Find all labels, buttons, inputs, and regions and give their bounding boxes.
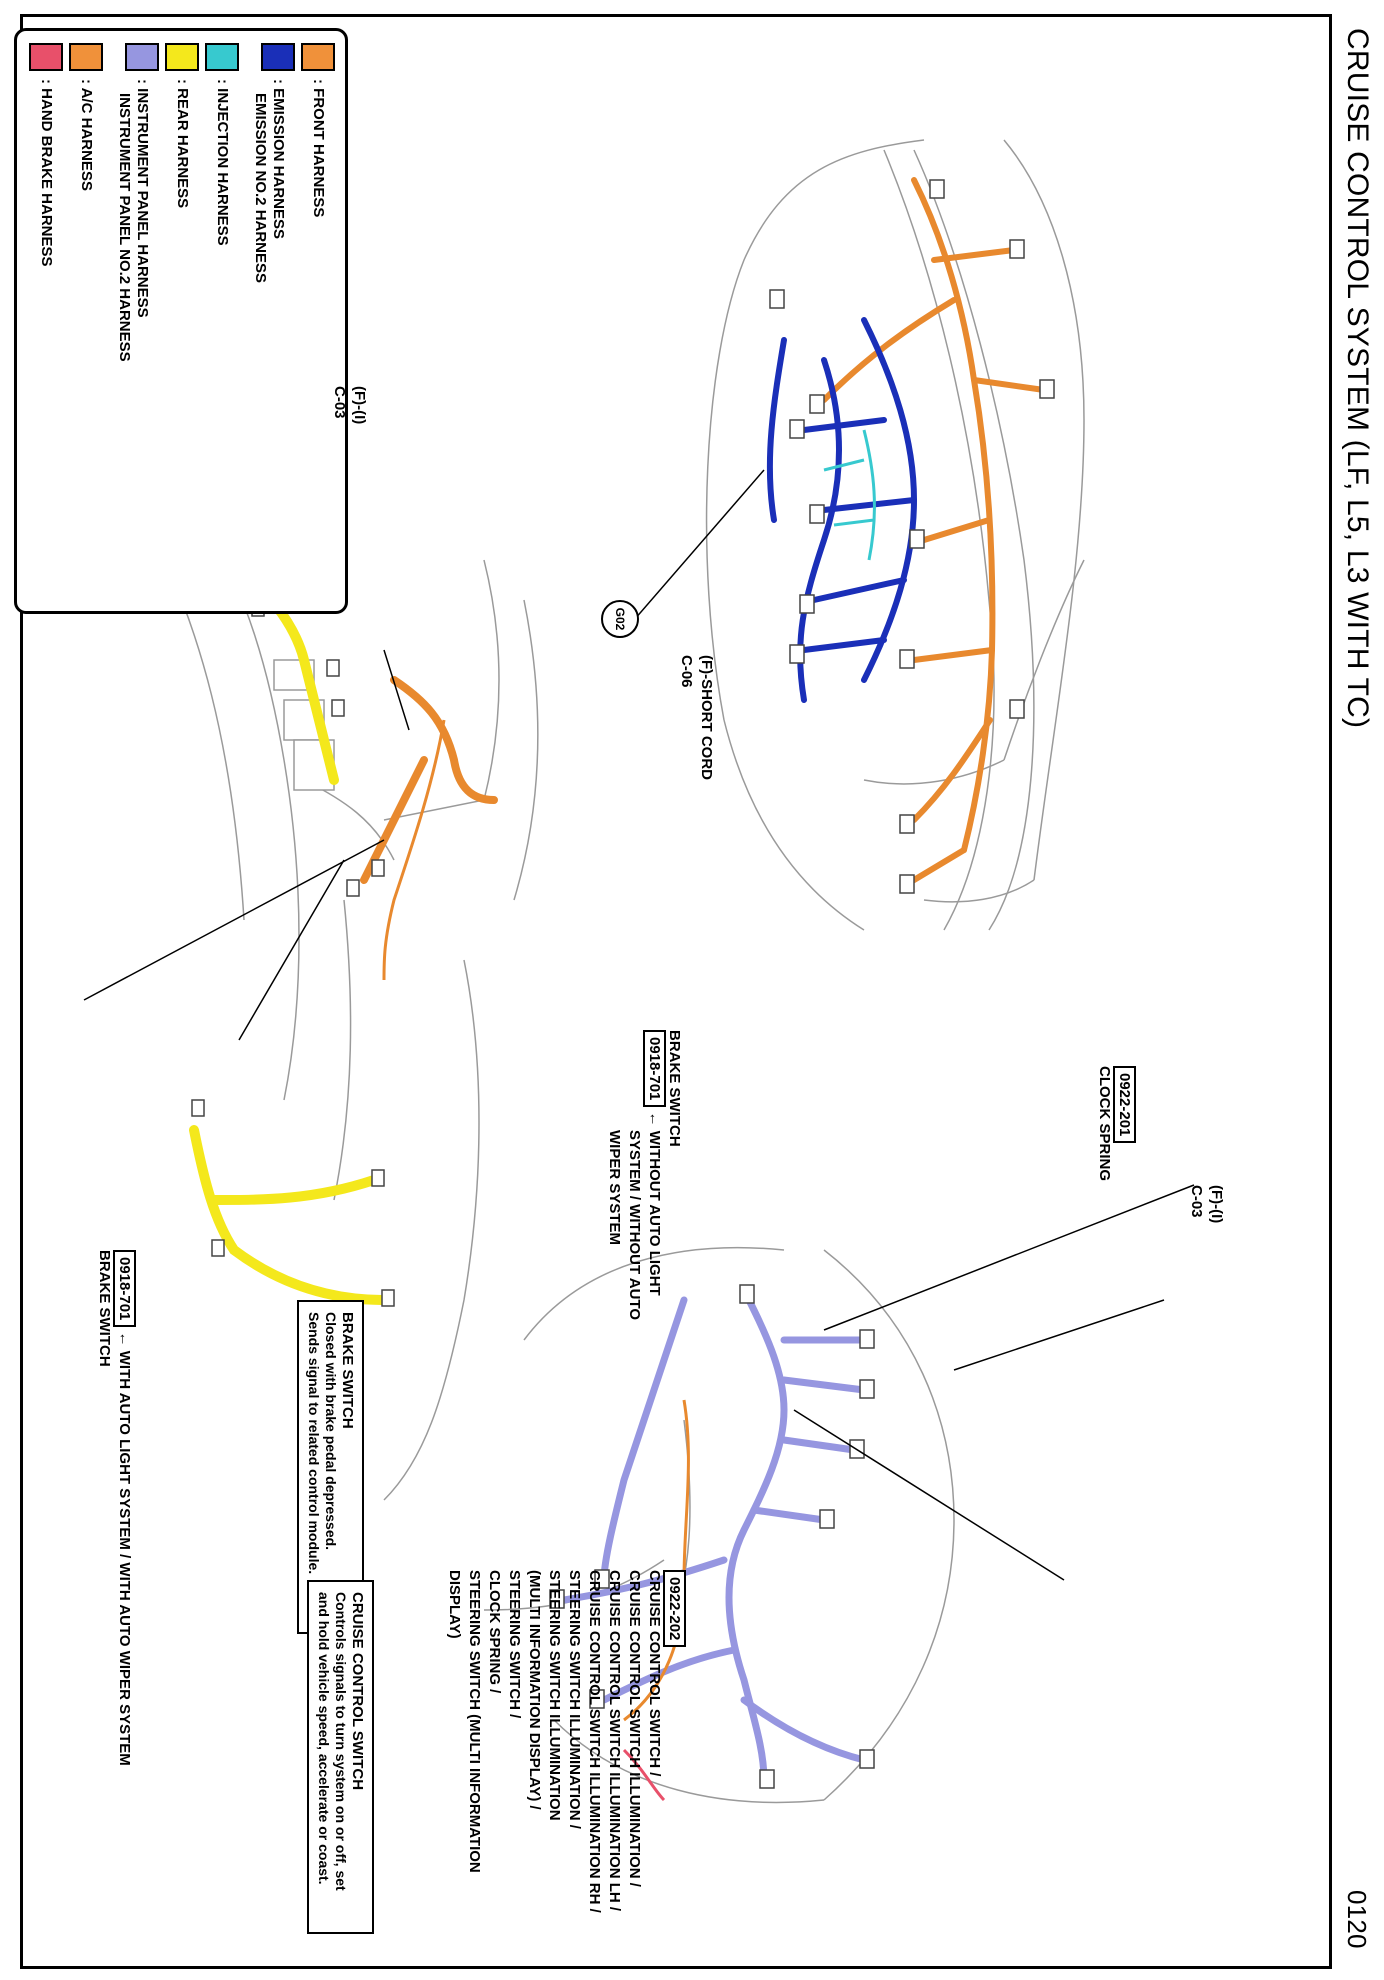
callout-line: STEERING SWITCH ILLUMINATION	[546, 1570, 563, 1821]
note-cruise-control-switch: CRUISE CONTROL SWITCH Controls signals t…	[307, 1580, 374, 1934]
legend-label: : HAND BRAKE HARNESS	[38, 79, 55, 267]
pedal-boxes	[273, 659, 335, 791]
callout-line: CLOCK SPRING /	[486, 1570, 503, 1694]
callout-line: CRUISE CONTROL SWITCH ILLUMINATION /	[626, 1570, 643, 1887]
legend-row: : A/C HARNESS	[67, 31, 103, 611]
ac-harness-dash	[382, 719, 446, 981]
callout-brake-switch-bottom: 0918-701 ← WITH AUTO LIGHT SYSTEM / WITH…	[94, 1250, 136, 1766]
callout-line: STEERING SWITCH (MULTI INFORMATION	[466, 1570, 483, 1873]
callout-fi-c03-left: (F)-(I) C-03	[329, 386, 369, 424]
note-heading: CRUISE CONTROL SWITCH	[349, 1592, 366, 1791]
legend-swatch	[69, 43, 103, 71]
legend-swatch	[261, 43, 295, 71]
front-harness-dash	[360, 676, 498, 884]
legend-row: : REAR HARNESS	[163, 31, 199, 611]
callout-clock-spring: 0922-201 CLOCK SPRING	[1094, 1066, 1136, 1182]
hand-brake-harness-steering	[622, 1748, 666, 1802]
legend-swatch	[29, 43, 63, 71]
callout-condition: WIPER SYSTEM	[606, 1130, 623, 1246]
callout-line: CRUISE CONTROL SWITCH ILLUMINATION RH /	[586, 1570, 603, 1913]
g02-leader	[633, 469, 765, 621]
connector-code: 0922-202	[663, 1570, 686, 1648]
callout-line: (F)-(I)	[351, 386, 368, 425]
note-text: Controls signals to turn system on or of…	[333, 1592, 349, 1891]
connector-code: 0922-201	[1113, 1066, 1136, 1144]
callout-line: (F)-(I)	[1208, 1185, 1225, 1224]
legend-label: : REAR HARNESS	[174, 79, 191, 209]
note-heading: BRAKE SWITCH	[339, 1312, 356, 1429]
note-text: Sends signal to related control module.	[306, 1312, 322, 1575]
connector-code: 0918-701	[643, 1030, 666, 1108]
front-harness-engine	[821, 177, 1047, 883]
legend-label: : INJECTION HARNESS	[214, 79, 231, 246]
legend-label: : FRONT HARNESS	[310, 79, 327, 218]
callout-line: CRUISE CONTROL SWITCH /	[646, 1570, 663, 1777]
callout-line: DISPLAY)	[446, 1570, 463, 1639]
legend-label-secondary: EMISSION NO.2 HARNESS	[252, 93, 269, 284]
legend-label: : INSTRUMENT PANEL HARNESS	[134, 79, 151, 318]
steering-leaders	[793, 1184, 1195, 1581]
callout-condition: SYSTEM / WITHOUT AUTO	[626, 1130, 643, 1320]
callout-line: (MULTI INFORMATION DISPLAY) /	[526, 1570, 543, 1810]
callout-brake-switch-top: BRAKE SWITCH 0918-701 ← WITHOUT AUTO LIG…	[604, 1030, 684, 1320]
callout-line: STEERING SWITCH /	[506, 1570, 523, 1719]
legend-swatch	[301, 43, 335, 71]
callout-line: C-03	[331, 386, 348, 419]
legend-row: : FRONT HARNESS	[299, 31, 335, 611]
callout-line: C-03	[1188, 1185, 1205, 1218]
callout-condition: ← WITHOUT AUTO LIGHT	[646, 1111, 663, 1296]
note-text: and hold vehicle speed, accelerate or co…	[316, 1592, 332, 1885]
legend-swatch	[205, 43, 239, 71]
callout-line: CLOCK SPRING	[1096, 1066, 1113, 1182]
engine-connectors	[769, 179, 1055, 894]
callout-line: C-06	[678, 655, 695, 688]
callout-condition: ← WITH AUTO LIGHT SYSTEM / WITH AUTO WIP…	[116, 1331, 133, 1766]
injection-harness-engine	[823, 429, 876, 561]
callout-short-cord: (F)-SHORT CORD C-06	[676, 655, 716, 780]
callout-line: BRAKE SWITCH	[96, 1250, 113, 1367]
legend-row: : HAND BRAKE HARNESS	[27, 31, 63, 611]
legend-label: : A/C HARNESS	[78, 79, 95, 191]
note-text: Closed with brake pedal depressed.	[323, 1312, 339, 1551]
engine-bay-outline	[705, 139, 1085, 931]
callout-line: STEERING SWITCH ILLUMINATION /	[566, 1570, 583, 1829]
legend-swatch	[165, 43, 199, 71]
callout-line: BRAKE SWITCH	[666, 1030, 683, 1147]
callout-cruise-switch: 0922-202 CRUISE CONTROL SWITCH / CRUISE …	[444, 1570, 686, 1913]
diagram-frame	[20, 14, 1332, 1969]
callout-line: (F)-SHORT CORD	[698, 655, 715, 780]
legend-swatch	[125, 43, 159, 71]
callout-line: CRUISE CONTROL SWITCH ILLUMINATION LH /	[606, 1570, 623, 1912]
emission-harness-engine	[766, 317, 918, 703]
steering-connectors	[549, 1284, 875, 1789]
ground-point-g02: G02	[601, 600, 639, 638]
callout-fi-c03-right: (F)-(I) C-03	[1186, 1185, 1226, 1223]
legend-label: : EMISSION HARNESS	[270, 79, 287, 240]
legend-label-secondary: INSTRUMENT PANEL NO.2 HARNESS	[116, 93, 133, 362]
legend-row: : INJECTION HARNESS	[203, 31, 239, 611]
connector-code: 0918-701	[113, 1250, 136, 1328]
